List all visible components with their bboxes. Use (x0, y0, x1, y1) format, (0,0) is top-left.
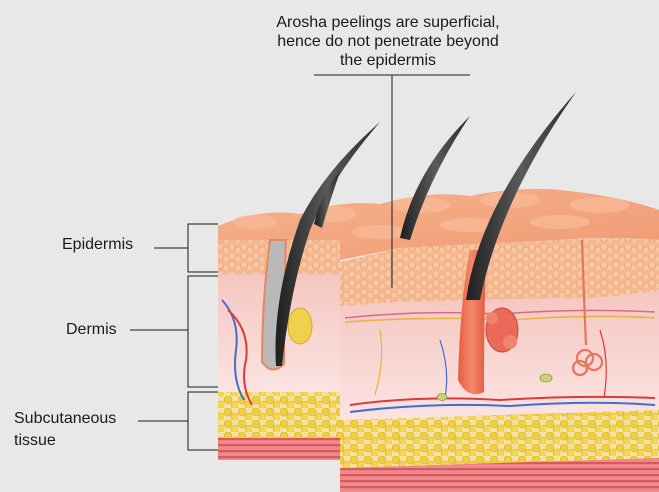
label-epidermis: Epidermis (62, 234, 133, 255)
label-subcutaneous: Subcutaneous (14, 408, 116, 429)
fat-left-face (218, 392, 340, 440)
caption-line-2: hence do not penetrate beyond (232, 32, 544, 51)
label-tissue: tissue (14, 430, 56, 451)
caption: Arosha peelings are superficial, hence d… (232, 13, 544, 70)
caption-line-1: Arosha peelings are superficial, (232, 13, 544, 32)
sebaceous-gland-left (288, 308, 312, 344)
label-dermis: Dermis (66, 319, 117, 340)
caption-line-3: the epidermis (232, 51, 544, 70)
muscle-left-face (218, 438, 340, 460)
